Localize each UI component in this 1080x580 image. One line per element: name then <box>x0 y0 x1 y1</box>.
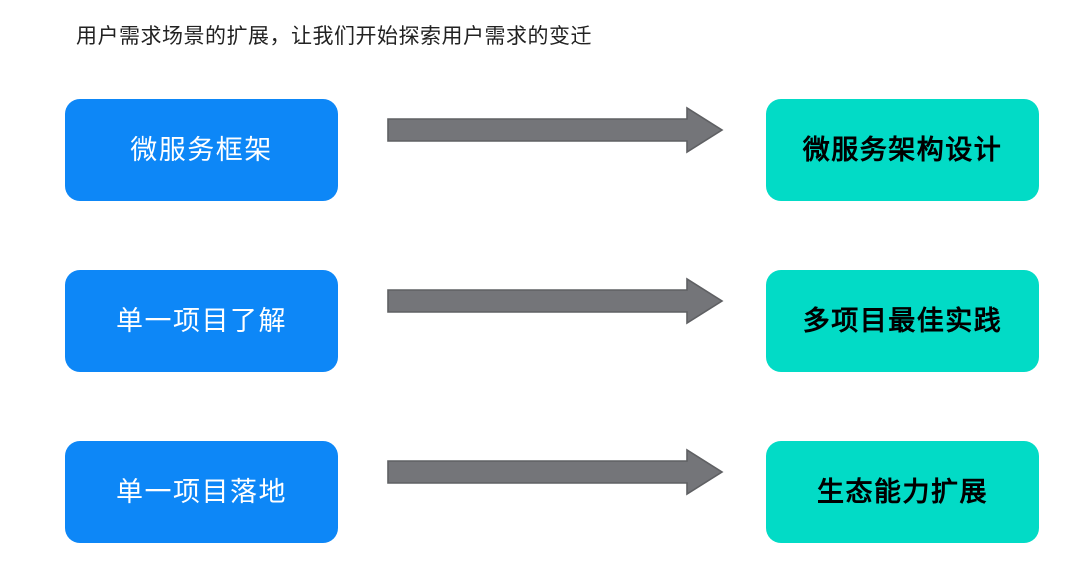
target-box-label: 生态能力扩展 <box>817 476 988 507</box>
target-box-3[interactable]: 生态能力扩展 <box>766 441 1039 543</box>
source-box-label: 单一项目落地 <box>116 476 287 507</box>
source-box-3[interactable]: 单一项目落地 <box>65 441 338 543</box>
source-box-label: 微服务框架 <box>130 134 273 165</box>
target-box-2[interactable]: 多项目最佳实践 <box>766 270 1039 372</box>
page-title: 用户需求场景的扩展，让我们开始探索用户需求的变迁 <box>76 25 592 48</box>
target-box-label: 微服务架构设计 <box>802 134 1003 165</box>
right-arrow-icon <box>387 106 724 154</box>
right-arrow-icon <box>387 277 724 325</box>
target-box-label: 多项目最佳实践 <box>802 305 1003 336</box>
right-arrow-icon <box>387 448 724 496</box>
transition-row: 单一项目了解 多项目最佳实践 <box>0 270 1080 372</box>
target-box-1[interactable]: 微服务架构设计 <box>766 99 1039 201</box>
transition-row: 微服务框架 微服务架构设计 <box>0 99 1080 201</box>
source-box-1[interactable]: 微服务框架 <box>65 99 338 201</box>
source-box-2[interactable]: 单一项目了解 <box>65 270 338 372</box>
transition-row: 单一项目落地 生态能力扩展 <box>0 441 1080 543</box>
source-box-label: 单一项目了解 <box>116 305 287 336</box>
